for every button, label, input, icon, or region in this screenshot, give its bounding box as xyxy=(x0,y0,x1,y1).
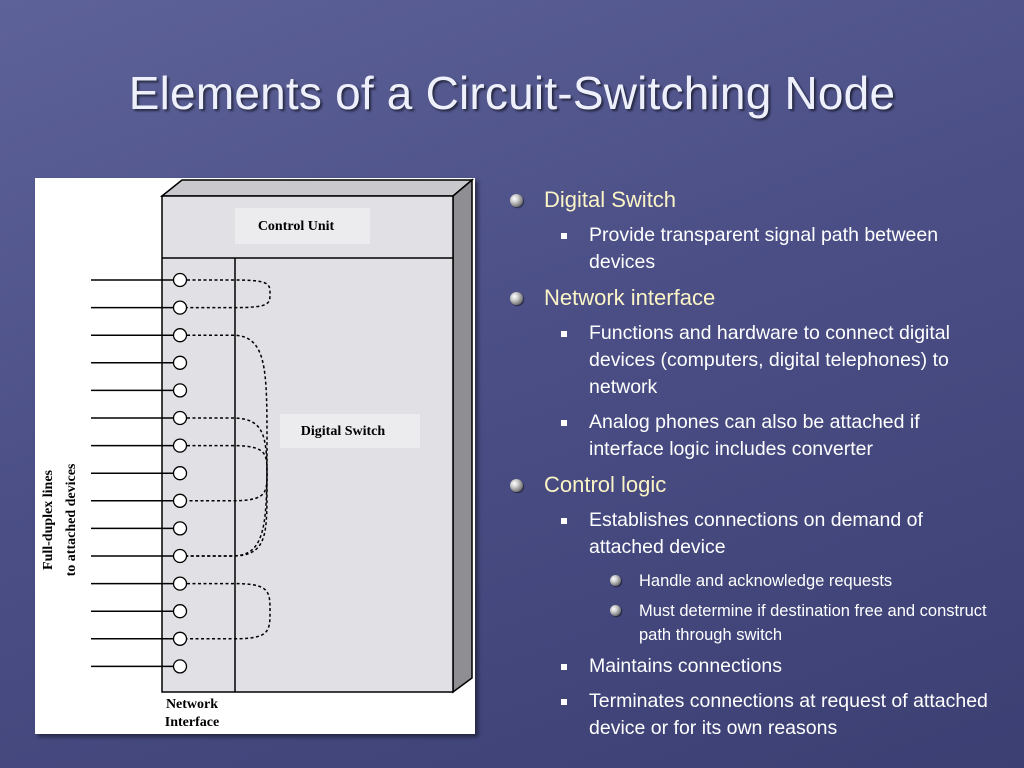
switch-connection-path xyxy=(187,444,268,502)
port-circle xyxy=(172,300,188,315)
circuit-switch-diagram: Control Unit Digital Switch Full-duplex … xyxy=(35,178,475,734)
control-unit-label: Control Unit xyxy=(258,219,335,234)
port-circle xyxy=(172,328,188,343)
sub-bullet-label: Provide transparent signal path between … xyxy=(589,224,939,273)
side-label-line2: to attached devices xyxy=(64,463,79,576)
port-circle xyxy=(172,438,188,453)
control-unit-label-bg xyxy=(235,208,370,244)
port-circle xyxy=(172,355,188,370)
switch-connection-path xyxy=(187,334,268,557)
bullet-network-interface: Network interface xyxy=(508,284,998,312)
port-circle xyxy=(172,659,188,674)
port-circle xyxy=(172,631,188,646)
box-side-face xyxy=(452,178,473,694)
sphere-bullet-icon xyxy=(610,575,621,586)
network-interface-label-line1: Network xyxy=(166,697,218,712)
sub-sub-bullet-label: Handle and acknowledge requests xyxy=(639,572,893,590)
port-circle xyxy=(172,576,188,591)
switch-connection-path xyxy=(187,417,268,557)
sub-bullet: Functions and hardware to connect digita… xyxy=(508,320,998,401)
port-circle xyxy=(172,521,188,536)
sub-sub-bullet: Handle and acknowledge requests xyxy=(508,569,998,593)
network-interface-label-line2: Interface xyxy=(165,715,219,730)
port-circle xyxy=(172,410,188,426)
square-bullet-icon xyxy=(561,233,567,239)
digital-switch-label: Digital Switch xyxy=(301,424,386,439)
sub-bullet: Establishes connections on demand of att… xyxy=(508,507,998,561)
sphere-bullet-icon xyxy=(510,479,523,492)
sphere-bullet-icon xyxy=(610,605,621,616)
square-bullet-icon xyxy=(561,699,567,705)
box-top-face xyxy=(159,179,475,197)
bullet-label: Control logic xyxy=(544,472,667,497)
sub-sub-bullet: Must determine if destination free and c… xyxy=(508,599,998,647)
port-circle xyxy=(172,466,188,481)
square-bullet-icon xyxy=(561,420,567,426)
sub-bullet: Provide transparent signal path between … xyxy=(508,222,998,276)
sub-bullet-label: Analog phones can also be attached if in… xyxy=(589,411,920,460)
sub-bullet-label: Establishes connections on demand of att… xyxy=(589,509,923,558)
sub-bullet: Analog phones can also be attached if in… xyxy=(508,409,998,463)
digital-switch-label-bg xyxy=(280,414,420,448)
connections-layer xyxy=(187,279,271,640)
sub-sub-bullet-label: Must determine if destination free and c… xyxy=(639,602,987,644)
sub-bullet-label: Functions and hardware to connect digita… xyxy=(589,322,950,398)
sub-bullet-label: Maintains connections xyxy=(589,655,782,677)
sphere-bullet-icon xyxy=(510,194,523,207)
sphere-bullet-icon xyxy=(510,292,523,305)
slide-title: Elements of a Circuit-Switching Node xyxy=(128,67,896,119)
bullet-label: Network interface xyxy=(544,285,716,310)
bullet-digital-switch: Digital Switch xyxy=(508,186,998,214)
bullet-list: Digital Switch Provide transparent signa… xyxy=(508,186,998,750)
port-circle xyxy=(172,383,188,398)
sub-bullet-label: Terminates connections at request of att… xyxy=(589,690,988,739)
switch-connection-path xyxy=(187,582,271,640)
side-label-line1: Full-duplex lines xyxy=(41,469,56,570)
port-circle xyxy=(172,604,188,619)
square-bullet-icon xyxy=(561,331,567,337)
bullet-label: Digital Switch xyxy=(544,187,677,212)
sub-bullet: Terminates connections at request of att… xyxy=(508,688,998,742)
sub-bullet: Maintains connections xyxy=(508,653,998,680)
square-bullet-icon xyxy=(561,664,567,670)
square-bullet-icon xyxy=(561,518,567,524)
switch-connection-path xyxy=(187,279,271,309)
ports-layer xyxy=(91,272,188,674)
port-circle xyxy=(172,493,188,508)
port-circle xyxy=(172,272,188,288)
diagram-svg: Control Unit Digital Switch Full-duplex … xyxy=(41,178,475,730)
bullet-control-logic: Control logic xyxy=(508,471,998,499)
port-circle xyxy=(172,548,188,564)
